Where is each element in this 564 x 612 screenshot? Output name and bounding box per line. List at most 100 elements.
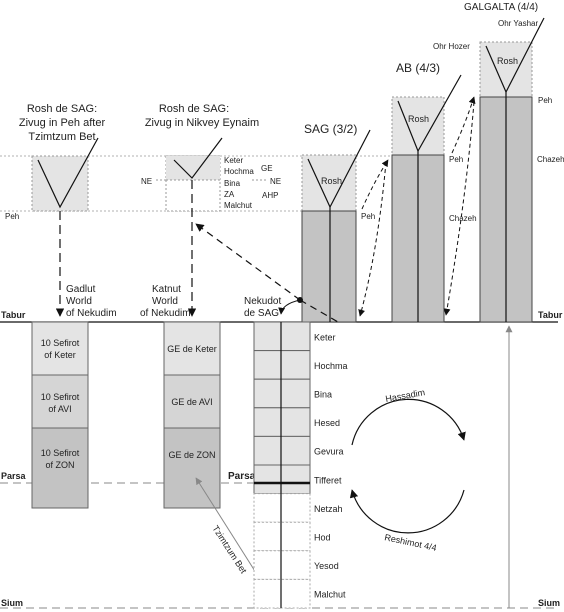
nekudot-cell-3 [253, 407, 311, 437]
nekudot-sefira-3: Hesed [314, 418, 340, 428]
gadlut-label-3: of Nekudim [66, 308, 117, 319]
nekudot-sefira-5: Tifferet [314, 475, 342, 485]
gadlut-avi-2: of AVI [48, 404, 71, 414]
ge-label: GE [261, 164, 273, 173]
ohr-yashar-label: Ohr Yashar [498, 19, 539, 28]
rosh-peh-title-1: Rosh de SAG: [27, 103, 97, 115]
rosh-nikvey-title-1: Rosh de SAG: [159, 103, 229, 115]
sag-descent-arrow [358, 161, 387, 317]
nekudot-cell-0 [253, 321, 311, 352]
ab-chazeh-label: Chazeh [449, 214, 477, 223]
nekudot-curve-arrow [278, 299, 301, 315]
gadlut-label-1: Gadlut [66, 284, 96, 295]
reshimot-label: Reshimot 4/4 [384, 532, 438, 553]
nikvey-sefira-0: Keter [224, 156, 243, 165]
katnut-ge-avi: GE de AVI [171, 397, 212, 407]
parsa-label-left: Parsa [1, 471, 27, 481]
rosh-peh-light-v [37, 137, 99, 209]
sium-label-left: Sium [1, 598, 23, 608]
nekudot-sefira-6: Netzah [314, 504, 343, 514]
katnut-world: Katnut World of Nekudim GE de Keter GE d… [140, 284, 221, 509]
sag-peh-label: Peh [361, 212, 375, 221]
rosh-sag-nikvey: Rosh de SAG: Zivug in Nikvey Eynaim NE K… [141, 103, 281, 317]
nekudot-to-rosh-arrow [195, 223, 301, 301]
nekudot-cell-7 [253, 521, 311, 552]
rosh-peh-title-3: Tzimtzum Bet [28, 131, 95, 143]
katnut-label-1: Katnut [152, 284, 181, 295]
nekudot-sefira-8: Yesod [314, 561, 339, 571]
nekudot-label-1: Nekudot [244, 296, 281, 307]
katnut-label-2: World [152, 296, 178, 307]
hassadim-arc [351, 398, 466, 446]
nekudot-sefira-2: Bina [314, 390, 332, 400]
nekudot-to-sag-link [299, 299, 339, 323]
nekudot-cell-4 [253, 435, 311, 466]
ne-label-right: NE [270, 177, 281, 186]
nekudot-cell-1 [253, 350, 311, 380]
parsa-label-mid: Parsa [228, 471, 256, 482]
nekudot-cell-5 [253, 464, 311, 495]
ab-ascent-arrow [451, 96, 476, 154]
katnut-ge-zon: GE de ZON [168, 450, 215, 460]
nekudot-sefira-9: Malchut [314, 590, 346, 600]
nekudot-sefira-4: Gevura [314, 447, 344, 457]
gadlut-block-keter [31, 321, 89, 376]
tabur-label-left: Tabur [1, 310, 26, 320]
partzuf-ab: Rosh AB (4/3) Peh Chazeh Chazeh [391, 61, 564, 323]
nekudot-cell-9 [253, 578, 311, 609]
gadlut-keter-2: of Keter [44, 350, 76, 360]
nekudot-cell-8 [253, 550, 311, 580]
katnut-ge-keter: GE de Keter [167, 344, 217, 354]
reshimot-arc [349, 489, 465, 534]
nekudot-sefira-1: Hochma [314, 361, 348, 371]
gadlut-block-zon [31, 427, 89, 509]
rosh-nikvey-light-v [173, 137, 223, 179]
ne-label-left: NE [141, 177, 152, 186]
gadlut-world: Gadlut World of Nekudim 10 Sefirot of Ke… [31, 284, 117, 509]
ohr-hozer-label: Ohr Hozer [433, 42, 470, 51]
nekudot-cell-2 [253, 378, 311, 409]
katnut-block-avi [163, 374, 221, 429]
katnut-label-3: of Nekudim [140, 308, 191, 319]
rosh-peh-box [31, 155, 89, 212]
rosh-peh-peh-label: Peh [5, 212, 19, 221]
gadlut-avi-1: 10 Sefirot [41, 392, 80, 402]
galgalta-chazeh-label: Chazeh [537, 155, 564, 164]
sag-rosh-label: Rosh [321, 176, 342, 186]
gadlut-keter-1: 10 Sefirot [41, 338, 80, 348]
galgalta-rosh-label: Rosh [497, 56, 518, 66]
sag-title: SAG (3/2) [304, 122, 357, 136]
nekudot-label-2: de SAG [244, 308, 279, 319]
rosh-peh-title-2: Zivug in Peh after [19, 117, 106, 129]
rosh-nikvey-title-2: Zivug in Nikvey Eynaim [145, 117, 259, 129]
galgalta-title: GALGALTA (4/4) [464, 2, 538, 13]
katnut-block-zon [163, 427, 221, 509]
ahp-label: AHP [262, 191, 278, 200]
partzuf-sag: Rosh SAG (3/2) Peh [301, 122, 389, 323]
katnut-block-keter [163, 321, 221, 376]
nekudot-sefira-0: Keter [314, 332, 336, 342]
galgalta-peh-label: Peh [538, 96, 552, 105]
ab-descent-arrow [443, 101, 475, 316]
partzuf-galgalta: Rosh GALGALTA (4/4) Ohr Yashar Ohr Hozer… [433, 2, 552, 608]
ab-title: AB (4/3) [396, 61, 440, 75]
ab-rosh-label: Rosh [408, 114, 429, 124]
gadlut-zon-2: of ZON [45, 460, 74, 470]
nekudot-cell-6 [253, 493, 311, 523]
nikvey-sefira-1: Hochma [224, 167, 254, 176]
gadlut-zon-1: 10 Sefirot [41, 448, 80, 458]
sium-label-right: Sium [538, 598, 560, 608]
nekudot-de-sag: Nekudot de SAG KeterHochmaBinaHesedGevur… [244, 296, 348, 609]
gadlut-label-2: World [66, 296, 92, 307]
nikvey-sefira-3: ZA [224, 190, 235, 199]
nekudot-sefira-7: Hod [314, 533, 331, 543]
sag-body [301, 210, 357, 323]
ab-peh-label: Peh [449, 155, 463, 164]
rosh-sag-peh: Rosh de SAG: Zivug in Peh after Tzimtzum… [5, 103, 106, 317]
nikvey-sefira-2: Bina [224, 179, 241, 188]
gadlut-block-avi [31, 374, 89, 429]
nekudot-rows: KeterHochmaBinaHesedGevuraTifferetNetzah… [253, 321, 348, 609]
tabur-label-right: Tabur [538, 310, 563, 320]
